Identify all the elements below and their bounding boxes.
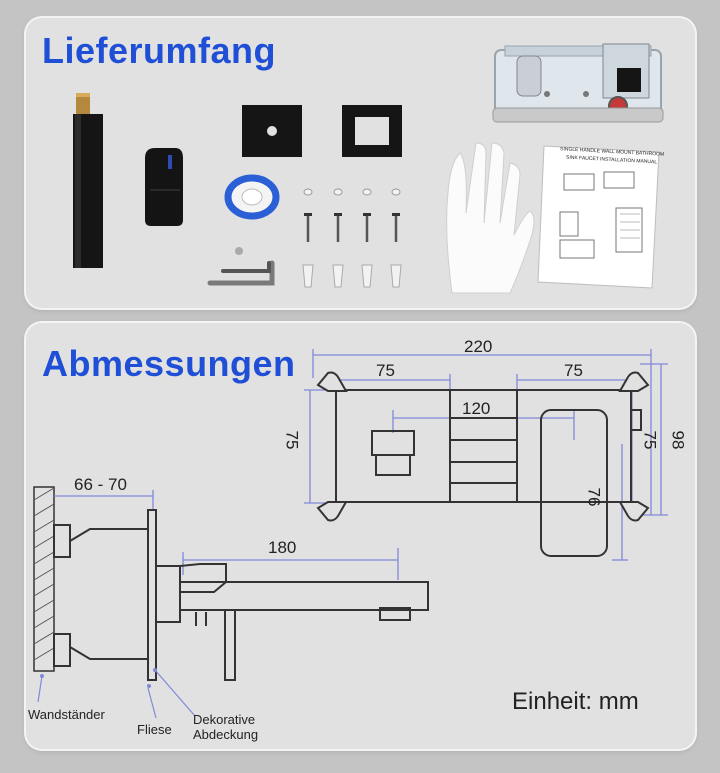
dimensions-title: Abmessungen [42, 343, 296, 384]
wall-plugs-illustration [302, 264, 402, 288]
dim-left-width: 75 [376, 361, 395, 380]
label-tile: Fliese [137, 722, 172, 737]
valve-box-illustration [492, 43, 664, 123]
dim-cover-height: 76 [584, 487, 604, 507]
dim-right-width: 75 [564, 361, 583, 380]
label-cover-line1: Dekorative [193, 712, 256, 727]
top-view-body [335, 389, 642, 557]
manual-illustration [537, 145, 660, 289]
unit-label: Einheit: mm [512, 688, 639, 715]
square-plate-frame [342, 105, 402, 157]
dim-right-inner-height: 75 [640, 430, 660, 450]
dim-center-distance: 120 [462, 399, 491, 418]
spout-illustration [73, 93, 103, 268]
dim-spout-length: 180 [268, 538, 297, 557]
dimension-lines [304, 349, 668, 561]
side-view-body [53, 509, 429, 681]
wall-hatch [33, 486, 55, 672]
screws-illustration [306, 216, 398, 242]
handle-illustration [145, 148, 183, 226]
teflon-tape-illustration [224, 174, 280, 220]
dim-left-height: 75 [282, 430, 302, 450]
hex-keys-illustration [207, 247, 275, 286]
dim-total-width: 220 [464, 337, 493, 356]
dim-right-outer-height: 98 [668, 430, 688, 450]
scope-of-delivery-title: Lieferumfang [42, 30, 277, 71]
dim-wall-depth: 66 - 70 [74, 475, 127, 494]
dimensions-panel [26, 323, 695, 749]
gloves-illustration [446, 142, 535, 294]
mounting-ears [316, 371, 650, 522]
washers-illustration [303, 188, 401, 196]
label-cover-line2: Abdeckung [193, 727, 259, 742]
label-wall: Wandständer [28, 707, 105, 722]
